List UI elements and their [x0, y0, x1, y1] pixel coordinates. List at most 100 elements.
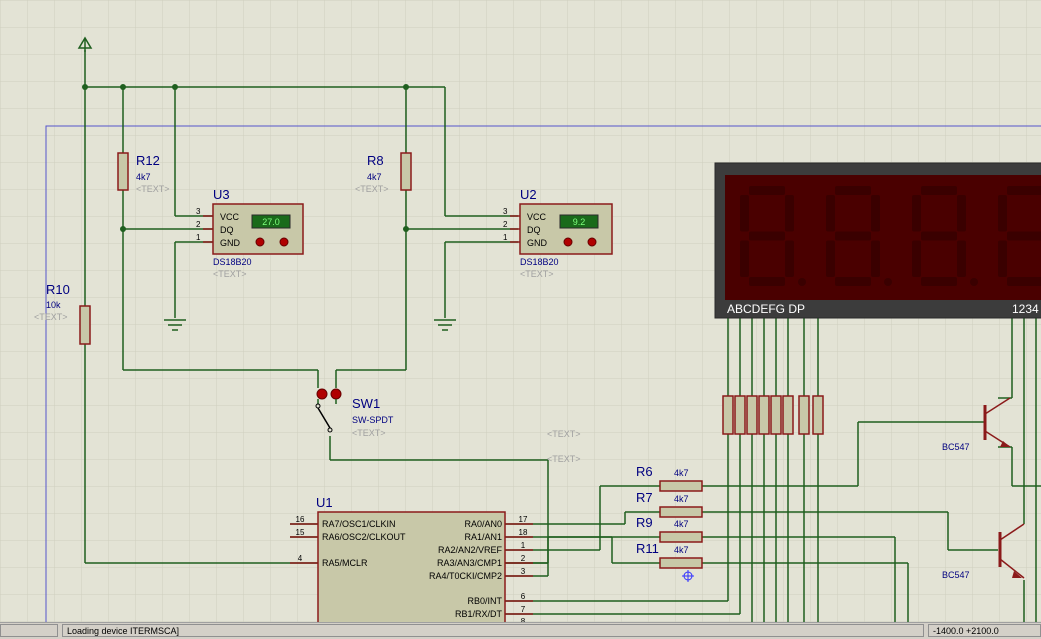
pin-label: GND: [220, 238, 241, 248]
pin-label: RB1/RX/DT: [455, 609, 503, 619]
text-placeholder: <TEXT>: [547, 454, 581, 464]
component-ref: R7: [636, 490, 653, 505]
sheet-border: [45, 125, 1041, 622]
component-ref: R9: [636, 515, 653, 530]
text-placeholder: <TEXT>: [355, 184, 389, 194]
part-name: DS18B20: [213, 257, 252, 267]
pin-number: 6: [521, 592, 526, 601]
digit-pin-label: 1234: [1012, 302, 1039, 316]
pin-number: 16: [296, 515, 305, 524]
switch-sw1[interactable]: SW1 SW-SPDT <TEXT>: [315, 388, 394, 438]
seven-segment-display[interactable]: ABCDEFG DP 1234: [714, 162, 1041, 319]
text-placeholder: <TEXT>: [213, 269, 247, 279]
pin-label: RA2/AN2/VREF: [438, 545, 503, 555]
junctions: [82, 84, 409, 232]
seven-segment-digit: [998, 186, 1041, 286]
seven-segment-digit: [912, 186, 978, 286]
component-value: 10k: [46, 300, 61, 310]
status-bar: Loading device ITERMSCA] -1400.0 +2100.0: [0, 622, 1041, 639]
component-ref: R11: [636, 541, 659, 556]
part-name: BC547: [942, 570, 970, 580]
component-ref: R6: [636, 464, 653, 479]
pin-number: 8: [521, 617, 526, 622]
text-placeholder: <TEXT>: [520, 269, 554, 279]
component-value: 4k7: [674, 519, 689, 529]
pin-number: 1: [521, 541, 526, 550]
resistor-r9[interactable]: R9 4k7: [636, 515, 703, 543]
pin-number: 4: [298, 554, 303, 563]
increment-button[interactable]: [279, 237, 289, 247]
pin-label: DQ: [220, 225, 234, 235]
pin-number: 15: [296, 528, 305, 537]
part-name: SW-SPDT: [352, 415, 394, 425]
segment-resistor-array[interactable]: [722, 395, 824, 435]
decrement-button[interactable]: [563, 237, 573, 247]
cursor-coordinates: -1400.0 +2100.0: [928, 624, 1041, 637]
pin-number: 7: [521, 605, 526, 614]
component-ref: U2: [520, 187, 537, 202]
resistor-r12[interactable]: R12 4k7 <TEXT>: [117, 152, 170, 194]
component-ref: U1: [316, 495, 333, 510]
temperature-readout: 9.2: [573, 217, 586, 227]
component-ref: U3: [213, 187, 230, 202]
pin-label: DQ: [527, 225, 541, 235]
seven-segment-digit: [826, 186, 892, 286]
pin-number: 1: [503, 233, 508, 242]
pin-label: GND: [527, 238, 548, 248]
pin-number: 3: [521, 567, 526, 576]
component-value: 4k7: [674, 545, 689, 555]
component-ref: R8: [367, 153, 384, 168]
pin-label: RA1/AN1: [464, 532, 502, 542]
ground-icon[interactable]: [164, 319, 186, 331]
resistor-r6[interactable]: R6 4k7: [636, 464, 703, 492]
resistor-r7[interactable]: R7 4k7: [636, 490, 703, 518]
pin-label: RA6/OSC2/CLKOUT: [322, 532, 406, 542]
resistor-r8[interactable]: R8 4k7 <TEXT>: [355, 152, 412, 194]
pin-label: VCC: [527, 212, 547, 222]
component-ref: SW1: [352, 396, 380, 411]
increment-button[interactable]: [587, 237, 597, 247]
component-value: 4k7: [674, 468, 689, 478]
component-ref: R12: [136, 153, 160, 168]
component-value: 4k7: [136, 172, 151, 182]
transistor-q2[interactable]: BC547: [942, 523, 1025, 580]
transistor-q1[interactable]: BC547: [942, 397, 1011, 452]
pin-number: 1: [196, 233, 201, 242]
wires: [84, 50, 1041, 622]
pin-label: RA3/AN3/CMP1: [437, 558, 502, 568]
text-placeholder: <TEXT>: [136, 184, 170, 194]
text-placeholder: <TEXT>: [547, 429, 581, 439]
pin-label: RA5/MCLR: [322, 558, 368, 568]
pin-label: RA0/AN0: [464, 519, 502, 529]
pin-number: 2: [196, 220, 201, 229]
text-placeholder: <TEXT>: [34, 312, 68, 322]
pin-number: 3: [196, 207, 201, 216]
pin-label: VCC: [220, 212, 240, 222]
pin-number: 2: [503, 220, 508, 229]
switch-button[interactable]: [330, 388, 342, 400]
pin-number: 2: [521, 554, 526, 563]
status-left-cell: [0, 624, 58, 637]
crosshair-cursor-icon: [682, 570, 694, 582]
power-terminal-icon[interactable]: [77, 36, 93, 52]
pin-label: RA7/OSC1/CLKIN: [322, 519, 396, 529]
ground-icon[interactable]: [434, 319, 456, 331]
part-name: DS18B20: [520, 257, 559, 267]
component-value: 4k7: [674, 494, 689, 504]
pin-number: 3: [503, 207, 508, 216]
component-value: 4k7: [367, 172, 382, 182]
seven-segment-digit: [740, 186, 806, 286]
decrement-button[interactable]: [255, 237, 265, 247]
pin-number: 18: [519, 528, 528, 537]
resistor-r11[interactable]: R11 4k7: [636, 541, 703, 569]
resistor-r10[interactable]: R10 10k <TEXT>: [34, 282, 91, 345]
sensor-u2[interactable]: U2 3 2 1 VCC DQ GND 9.2 DS18B20 <TEXT>: [503, 187, 613, 279]
switch-button[interactable]: [316, 388, 328, 400]
part-name: BC547: [942, 442, 970, 452]
status-message: Loading device ITERMSCA]: [62, 624, 924, 637]
pin-label: RB0/INT: [467, 596, 502, 606]
sensor-u3[interactable]: U3 3 2 1 VCC DQ GND 27.0 DS18B20 <TEXT>: [196, 187, 304, 279]
text-placeholder: <TEXT>: [352, 428, 386, 438]
